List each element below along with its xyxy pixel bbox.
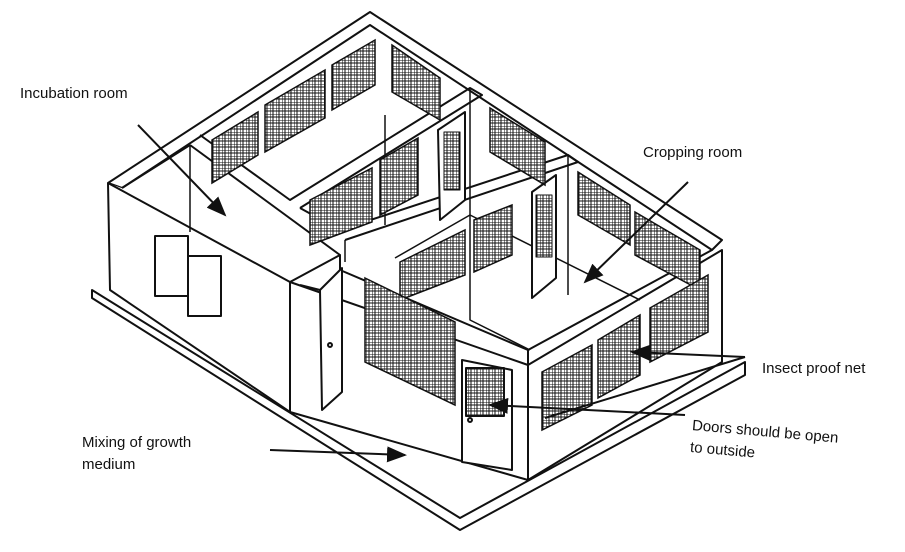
incubation-room-label: Incubation room [20,85,128,102]
arrow-insect-net [630,344,746,361]
mixing-label-line-2: medium [82,456,136,473]
insect-proof-net-label: Insect proof net [762,360,866,377]
label-arrows [137,124,746,463]
arrow-mixing [269,446,407,463]
incubation-door [319,267,343,411]
mixing-label: Mixing of growth medium [82,432,191,476]
arrow-doors [488,397,686,416]
arrow-insect-net-2 [544,356,746,419]
arrow-incubation [137,124,227,217]
incubation-window-left [154,235,189,297]
arrow-cropping [583,181,689,284]
cropping-room-label: Cropping room [643,144,743,161]
mixing-label-line-1: Mixing of growth [82,434,192,451]
